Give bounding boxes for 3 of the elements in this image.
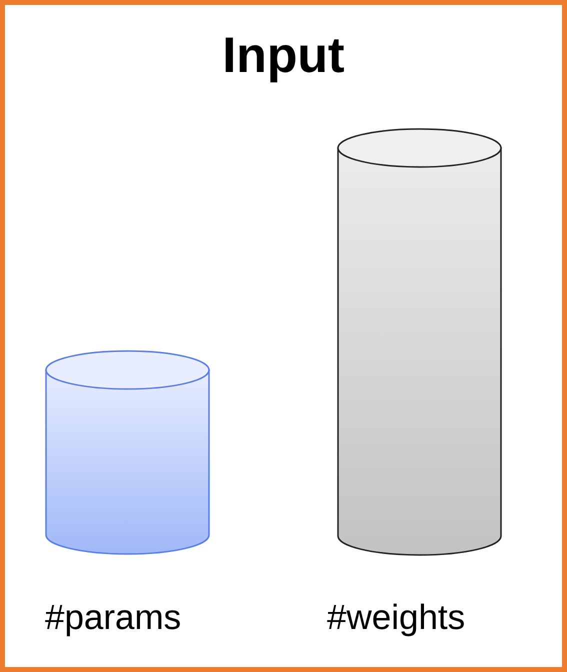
cylinder-label: #weights [327,598,466,638]
cylinder-label: #params [45,598,182,638]
panel-title: Input [221,27,346,83]
